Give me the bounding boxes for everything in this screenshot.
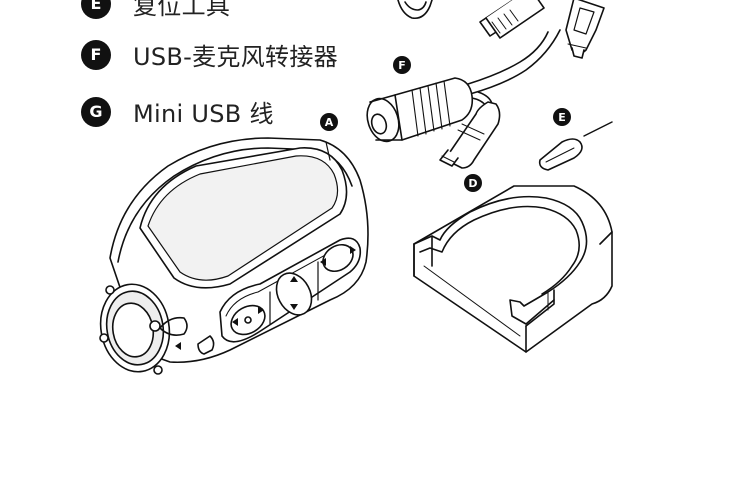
reset-tool-drawing [538,121,613,171]
callout-f-text: F [398,59,406,72]
partial-part-top-left-drawing [397,0,433,20]
legend-label-f: USB-麦克风转接器 [133,43,338,71]
callout-e: E [553,108,571,126]
usb-mic-adapter-drawing [366,29,561,169]
callout-d-text: D [468,177,477,190]
mount-bracket-drawing [413,185,613,353]
callout-a: A [320,113,338,131]
legend-badge-e: E [81,0,111,19]
usb-cable-plugs-drawing [479,0,605,59]
camera-body-drawing [99,137,369,375]
legend-item-g: G Mini USB 线 [81,94,274,129]
callout-a-text: A [325,116,334,129]
callout-e-text: E [558,111,566,124]
legend-badge-g: G [81,96,111,127]
legend-badge-f: F [81,39,111,70]
legend-label-e: 复位工具 [133,0,231,20]
legend-item-e: E 复位工具 [81,0,230,21]
legend-item-f: F USB-麦克风转接器 [81,37,338,72]
callout-f: F [393,56,411,74]
callout-d: D [464,174,482,192]
legend-label-g: Mini USB 线 [133,100,274,128]
